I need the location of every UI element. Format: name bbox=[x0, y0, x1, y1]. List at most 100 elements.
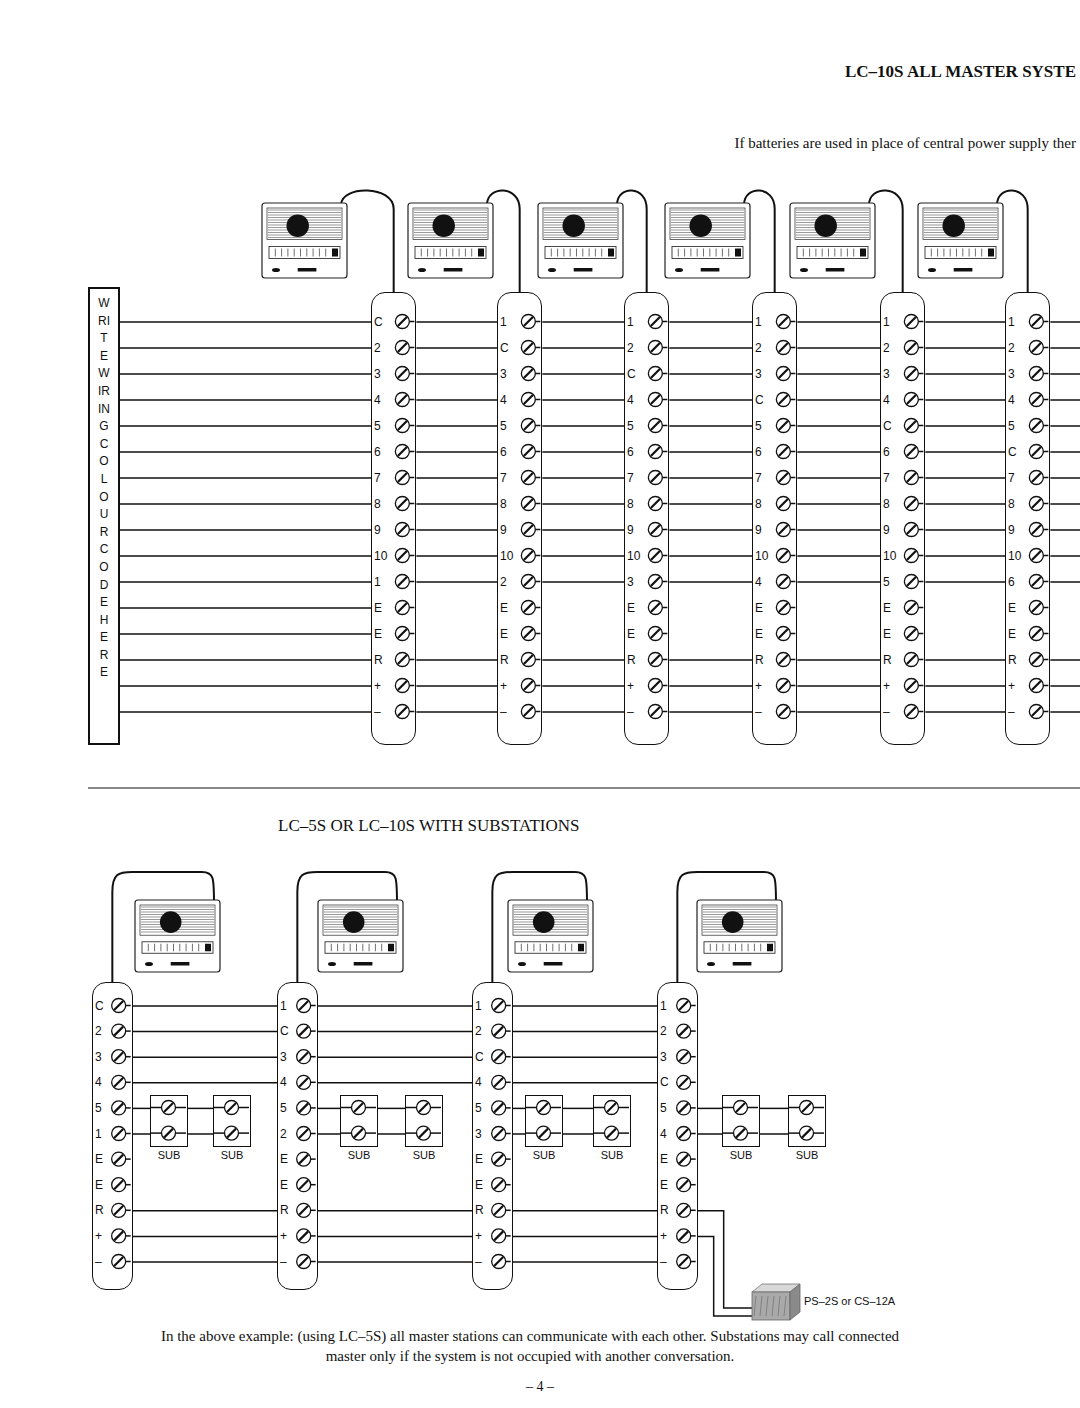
wire-stub bbox=[691, 1030, 696, 1032]
wire-stub bbox=[526, 1107, 537, 1109]
wire-stub bbox=[918, 347, 923, 349]
screw-head bbox=[648, 497, 662, 511]
wire-stub bbox=[126, 1261, 131, 1263]
wire-stub bbox=[790, 711, 795, 713]
switch bbox=[548, 268, 556, 272]
wire bbox=[669, 347, 752, 349]
wire bbox=[925, 451, 1005, 453]
switch bbox=[518, 962, 526, 966]
screw-head bbox=[112, 1203, 126, 1217]
slider bbox=[954, 268, 973, 272]
wire bbox=[925, 711, 1005, 713]
screw-slot bbox=[494, 1027, 503, 1036]
screw-slot bbox=[398, 447, 407, 456]
screw-slot bbox=[419, 1103, 428, 1112]
wire bbox=[416, 685, 497, 687]
key-line bbox=[589, 249, 590, 257]
screw-slot bbox=[802, 1103, 811, 1112]
key-line bbox=[343, 944, 344, 952]
screw-slot bbox=[651, 343, 660, 352]
terminal-label: 10 bbox=[883, 549, 896, 563]
terminal-label: C bbox=[500, 341, 509, 355]
screw-slot bbox=[524, 499, 533, 508]
screw-head bbox=[776, 523, 790, 537]
terminal-label: E bbox=[500, 627, 508, 641]
key-line bbox=[160, 944, 161, 952]
screw-slot bbox=[907, 317, 916, 326]
screw-slot bbox=[607, 1129, 616, 1138]
key-line bbox=[281, 249, 282, 257]
key-line bbox=[319, 249, 320, 257]
substation-box: SUB bbox=[788, 1095, 826, 1147]
screw-slot bbox=[779, 681, 788, 690]
wire-stub bbox=[311, 1030, 316, 1032]
grille-line bbox=[141, 909, 214, 910]
key-line bbox=[690, 249, 691, 257]
wire bbox=[563, 1133, 593, 1135]
wire-stub bbox=[214, 1107, 225, 1109]
screw-slot bbox=[779, 369, 788, 378]
terminal-screws bbox=[723, 1096, 758, 1145]
wire bbox=[120, 477, 371, 479]
key-line bbox=[684, 249, 685, 257]
wire-stub bbox=[691, 1235, 696, 1237]
wire-stub bbox=[214, 1133, 225, 1135]
wire-stub bbox=[409, 451, 414, 453]
wire bbox=[542, 373, 624, 375]
screw-head bbox=[734, 1126, 748, 1140]
terminal-label: – bbox=[500, 705, 507, 719]
screw-slot bbox=[398, 707, 407, 716]
terminal-label: – bbox=[475, 1255, 482, 1269]
wire bbox=[925, 347, 1005, 349]
terminal-label: E bbox=[660, 1152, 668, 1166]
screw-slot bbox=[524, 655, 533, 664]
screw-head bbox=[225, 1101, 239, 1115]
key-line bbox=[969, 249, 970, 257]
terminal-label: 4 bbox=[1008, 393, 1015, 407]
grille-line bbox=[671, 210, 744, 211]
terminal-label: 4 bbox=[280, 1075, 287, 1089]
screw-head bbox=[395, 653, 409, 667]
terminal-label: 2 bbox=[500, 575, 507, 589]
screw-slot bbox=[299, 1155, 308, 1164]
wire bbox=[416, 581, 497, 583]
terminal-label: R bbox=[660, 1203, 669, 1217]
screw-slot bbox=[779, 421, 788, 430]
master-station bbox=[665, 203, 750, 278]
terminal-label: C bbox=[280, 1024, 289, 1038]
wire-stub bbox=[239, 1133, 250, 1135]
wire bbox=[542, 529, 624, 531]
key-line bbox=[179, 944, 180, 952]
wire bbox=[120, 399, 371, 401]
terminal-label: 3 bbox=[374, 367, 381, 381]
key-lit bbox=[578, 944, 584, 952]
supply-texture bbox=[772, 1296, 774, 1316]
key-lit bbox=[767, 944, 773, 952]
wire bbox=[378, 1133, 405, 1135]
terminal-label: E bbox=[660, 1178, 668, 1192]
title: LC–10S ALL MASTER SYSTE bbox=[845, 62, 1076, 82]
wire bbox=[120, 607, 371, 609]
screw-slot bbox=[398, 629, 407, 638]
screw-head bbox=[162, 1126, 176, 1140]
screw-head bbox=[1029, 679, 1043, 693]
key-line bbox=[571, 944, 572, 952]
key-line bbox=[559, 944, 560, 952]
terminal-label: 1 bbox=[500, 315, 507, 329]
wire bbox=[416, 503, 497, 505]
wire bbox=[760, 1133, 788, 1135]
wire-stub bbox=[723, 1107, 734, 1109]
grille-line bbox=[796, 215, 869, 216]
screw-head bbox=[1029, 393, 1043, 407]
key-line bbox=[148, 944, 149, 952]
terminal-label: 7 bbox=[1008, 471, 1015, 485]
wire bbox=[925, 373, 1005, 375]
screw-slot bbox=[524, 577, 533, 586]
wire-stub bbox=[506, 1261, 511, 1263]
terminal-label: 1 bbox=[627, 315, 634, 329]
screw-slot bbox=[907, 499, 916, 508]
wire-stub bbox=[662, 451, 667, 453]
screw-head bbox=[492, 1255, 506, 1269]
terminal-strip: C23451EER+– bbox=[92, 982, 133, 1290]
wire-stub bbox=[918, 555, 923, 557]
